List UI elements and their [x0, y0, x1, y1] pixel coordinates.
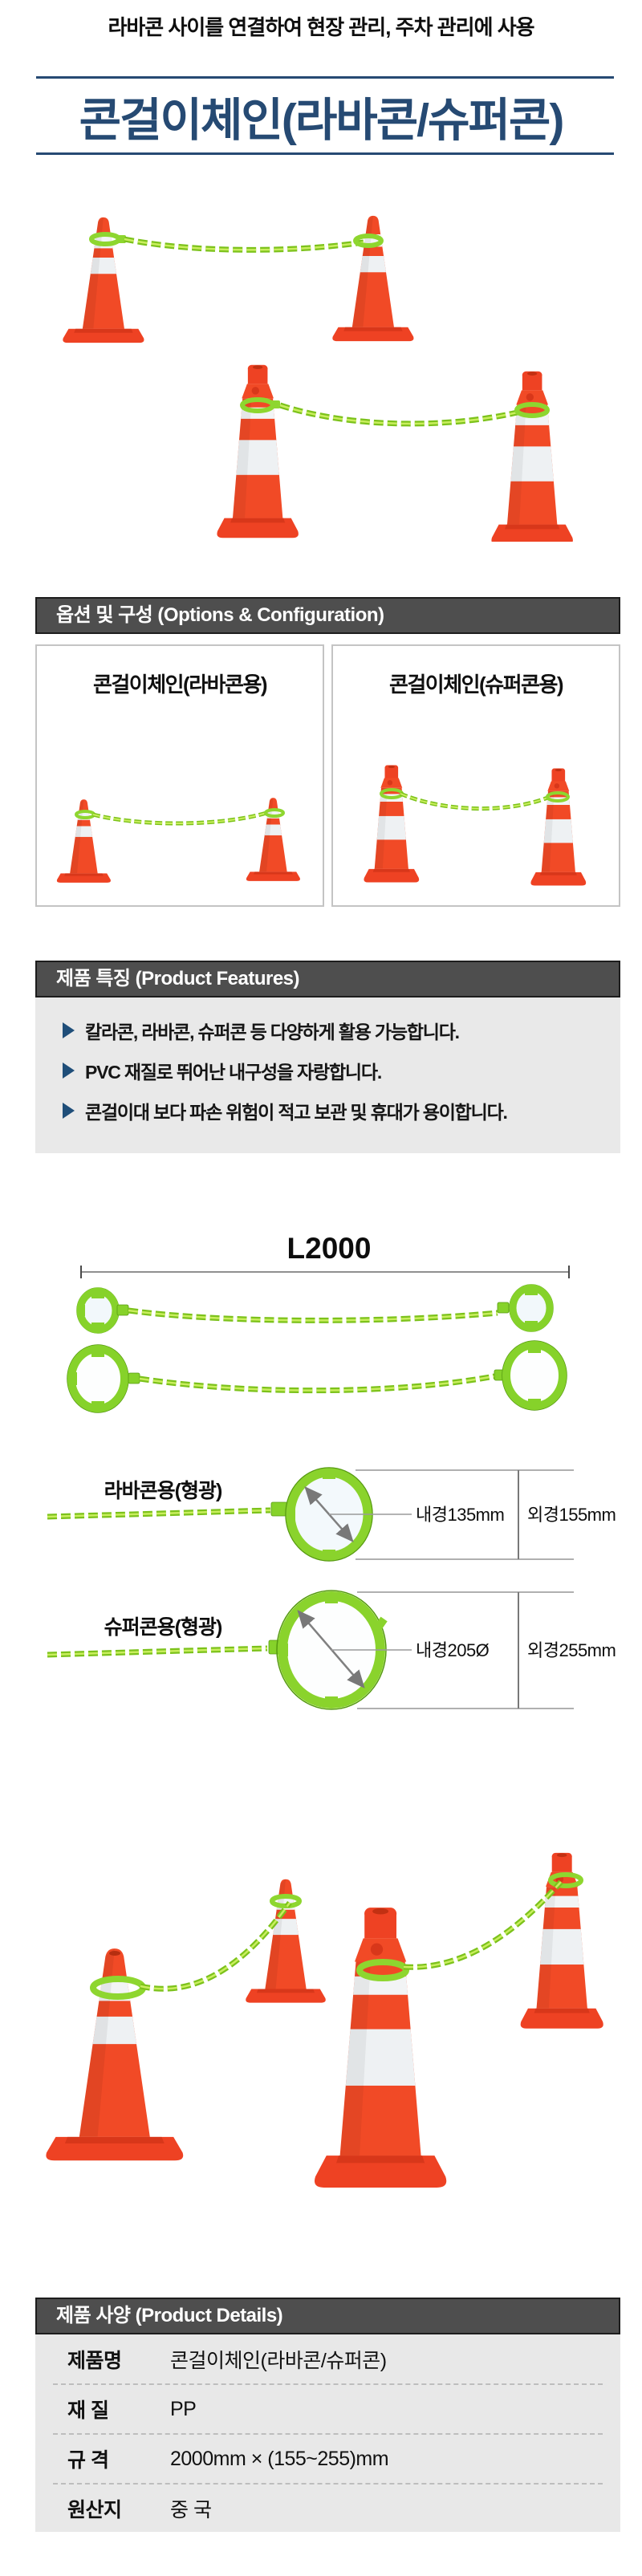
features-panel: 칼라콘, 라바콘, 슈퍼콘 등 다양하게 활용 가능합니다. PVC 재질로 뛰… [35, 997, 620, 1153]
features-section-header: 제품 특징 (Product Features) [35, 961, 620, 997]
chain-rubber-rings [76, 1284, 554, 1334]
feature-text: 콘걸이대 보다 파손 위험이 적고 보관 및 휴대가 용이합니다. [85, 1102, 508, 1123]
tagline: 라바콘 사이를 연결하여 현장 관리, 주차 관리에 사용 [108, 15, 534, 39]
product-details-table: 제품명 콘걸이체인(라바콘/슈퍼콘) 재 질 PP 규 격 2000mm × (… [35, 2334, 620, 2532]
page-title: 콘걸이체인(라바콘/슈퍼콘) [79, 95, 565, 146]
detail-value: 2000mm × (155~255)mm [170, 2447, 389, 2470]
detail-label: 제품명 [67, 2350, 122, 2372]
chain-ring-right [353, 234, 384, 248]
inner-diameter-arrow [297, 1610, 365, 1688]
detail-value: 중 국 [170, 2499, 212, 2521]
length-dimension-label: L2000 [287, 1232, 372, 1265]
feature-text: PVC 재질로 뛰어난 내구성을 자랑합니다. [85, 1062, 382, 1083]
feature-text: 칼라콘, 라바콘, 슈퍼콘 등 다양하게 활용 가능합니다. [85, 1022, 460, 1042]
table-row: 규 격 2000mm × (155~255)mm [53, 2435, 603, 2485]
details-section-header: 제품 사양 (Product Details) [35, 2298, 620, 2334]
plastic-chain [278, 402, 522, 427]
table-row: 제품명 콘걸이체인(라바콘/슈퍼콘) [53, 2335, 603, 2385]
super-outer-diameter: 외경255mm [527, 1640, 616, 1660]
chain-ring-right [514, 402, 550, 418]
detail-label: 원산지 [67, 2499, 122, 2521]
feature-item: PVC 재질로 뛰어난 내구성을 자랑합니다. [63, 1058, 620, 1083]
rubber-ring-diagram: 라바콘용(형광) 내경135mm 외경155mm [47, 1467, 616, 1562]
chain-ring-on-cone [356, 1959, 409, 1981]
hero-rubber-cones-photo [44, 210, 429, 347]
options-section-header: 옵션 및 구성 (Options & Configuration) [35, 597, 620, 634]
plastic-chain [403, 1879, 563, 1970]
right-triangle-bullet-icon [63, 1103, 75, 1119]
detail-label: 규 격 [67, 2449, 109, 2472]
chain-super-rings [67, 1340, 567, 1413]
rubber-inner-diameter: 내경135mm [416, 1505, 504, 1525]
rubber-outer-diameter: 외경155mm [527, 1505, 616, 1525]
ring-size-diagrams: 라바콘용(형광) 내경135mm 외경155mm 슈퍼콘용(형광) [47, 1467, 616, 1710]
chain-ring-on-cone [548, 1872, 583, 1888]
option-card-title: 콘걸이체인(슈퍼콘용) [388, 672, 564, 697]
feature-item: 칼라콘, 라바콘, 슈퍼콘 등 다양하게 활용 가능합니다. [63, 1018, 620, 1042]
hero-super-cones-photo [197, 357, 590, 542]
detail-value: PP [170, 2397, 197, 2420]
title-divider-bottom [36, 152, 614, 155]
option-card-super-cone: 콘걸이체인(슈퍼콘용) [331, 644, 620, 907]
detail-label: 재 질 [67, 2399, 109, 2422]
chain-length-diagram: L2000 [67, 1232, 570, 1413]
title-divider-top [36, 76, 614, 79]
option-card-title: 콘걸이체인(라바콘용) [92, 672, 268, 697]
option-card-rubber-cone: 콘걸이체인(라바콘용) [35, 644, 324, 907]
super-ring-label: 슈퍼콘용(형광) [104, 1616, 222, 1639]
option-rubber-cones-illustration [51, 747, 308, 888]
super-ring-diagram: 슈퍼콘용(형광) 내경205Ø 외경255mm [47, 1590, 616, 1710]
feature-item: 콘걸이대 보다 파손 위험이 적고 보관 및 휴대가 용이합니다. [63, 1099, 620, 1123]
super-inner-diameter: 내경205Ø [416, 1640, 490, 1660]
rubber-ring-label: 라바콘용(형광) [104, 1480, 222, 1502]
option-super-cones-illustration [347, 747, 604, 888]
right-triangle-bullet-icon [63, 1062, 75, 1079]
right-triangle-bullet-icon [63, 1022, 75, 1038]
detail-value: 콘걸이체인(라바콘/슈퍼콘) [170, 2350, 387, 2372]
table-row: 원산지 중 국 [53, 2485, 603, 2533]
table-row: 재 질 PP [53, 2385, 603, 2435]
chain-ring-on-cone [270, 1894, 302, 1908]
usage-photo-cones-chained [44, 1842, 606, 2199]
